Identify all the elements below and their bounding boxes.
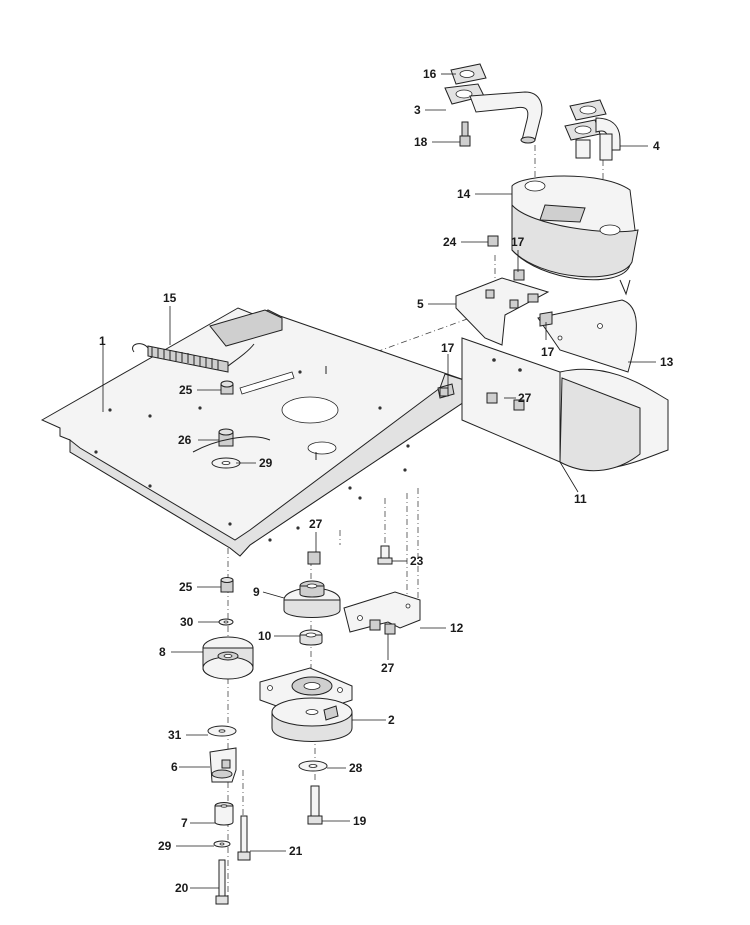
tension-spring [132,343,255,373]
idler-arm [209,747,237,783]
callout-24: 24 [443,235,457,249]
callout-16: 16 [423,67,437,81]
muffler-bracket [455,235,550,346]
callout-27-plate: 27 [309,517,323,531]
idler-arm-hardware [192,380,271,469]
callout-9: 9 [253,585,260,599]
callout-28: 28 [349,761,363,775]
callout-15: 15 [163,291,177,305]
arm-bushing [214,802,234,826]
callout-22: 21 [289,844,303,858]
callout-6: 6 [171,760,178,774]
callout-25-lower: 25 [179,580,193,594]
callout-29-upper: 29 [259,456,273,470]
callout-3: 3 [414,103,421,117]
callout-8: 8 [159,645,166,659]
callout-30: 30 [180,615,194,629]
callout-7: 7 [181,816,188,830]
callout-2: 2 [388,713,395,727]
idler-arm-washer [207,725,237,737]
pulley-spacer [299,629,323,646]
callout-29-lower: 29 [158,839,172,853]
drive-pulley [283,580,341,618]
callout-27-bracket: 27 [381,661,395,675]
locknut-under-plate [307,551,321,565]
callout-12: 12 [450,621,464,635]
callout-20: 19 [353,814,367,828]
callout-10: 10 [258,629,272,643]
callout-11: 11 [574,492,587,506]
callout-labels: 16 3 18 4 14 24 17 5 15 1 17 17 13 25 27… [99,67,674,895]
idler-bolt [215,859,229,905]
exhaust-guard [437,337,669,472]
callout-4: 4 [653,139,660,153]
callout-31: 31 [168,728,182,742]
callout-5: 5 [417,297,424,311]
callout-25-upper: 25 [179,383,193,397]
callout-19: 18 [414,135,428,149]
callout-27-upper: 27 [518,391,532,405]
small-bolts [439,135,471,397]
callout-1: 1 [99,334,106,348]
callout-23: 23 [410,554,424,568]
exhaust-gasket [450,63,487,85]
idler-pulley [202,636,254,680]
callout-13: 13 [660,355,674,369]
clutch-bracket [343,591,421,635]
heat-shield-plate [537,299,637,373]
clutch-bolt [307,785,323,825]
callout-14: 14 [457,187,471,201]
shoulder-bolt [377,545,393,565]
callout-18: 17 [511,235,525,249]
mounting-plate [40,307,471,557]
electric-clutch [259,667,353,742]
leader-lines [102,73,656,889]
idler-nut-washer [218,577,234,626]
callout-21: 20 [175,881,189,895]
callout-17-right: 17 [541,345,555,359]
clutch-washer [298,760,328,772]
exhaust-pipe-right [564,99,621,161]
long-bolt [237,815,251,861]
callout-17-left: 17 [441,341,455,355]
callout-26: 26 [178,433,192,447]
exhaust-pipe-left [444,83,543,144]
lower-washer [213,840,231,848]
muffler [511,175,639,296]
